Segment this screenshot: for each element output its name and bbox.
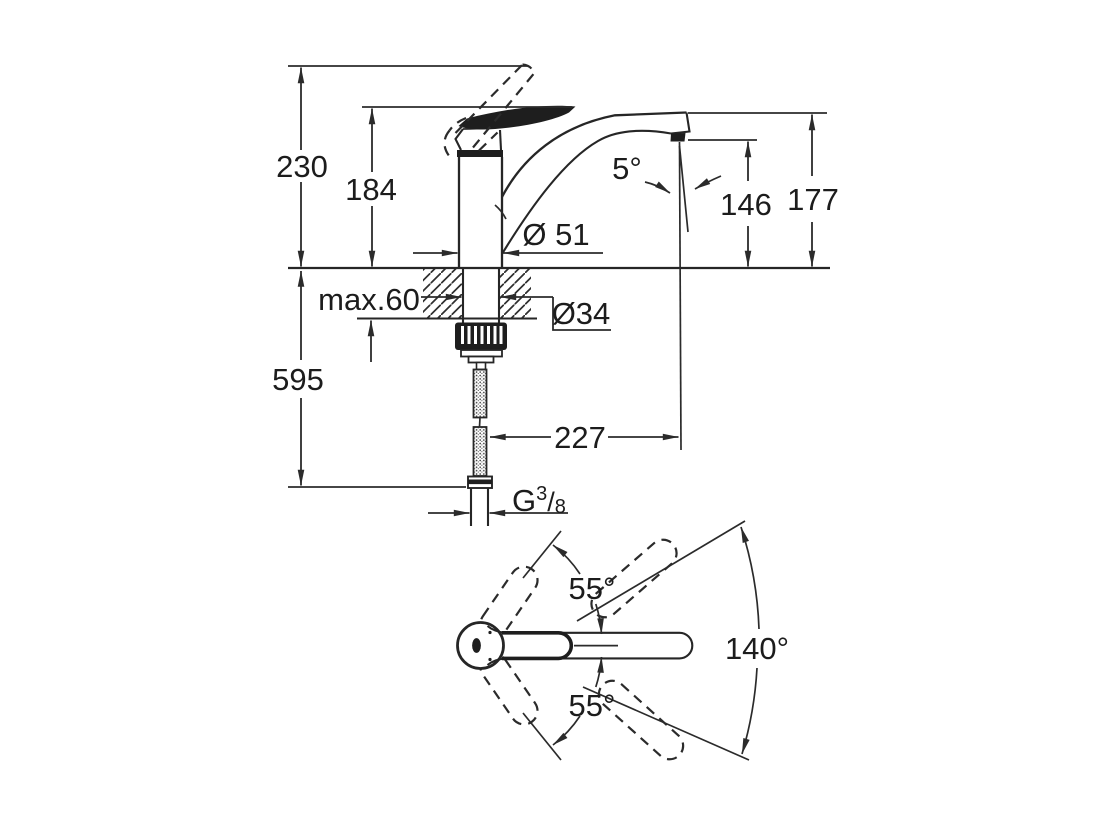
angle-arc-right: [694, 175, 722, 190]
supply-hose: [467, 361, 493, 526]
spout-underside-curve: [501, 129, 672, 255]
arc-55-upper-in: [594, 603, 604, 635]
swivel-positions-dashed: [479, 538, 685, 761]
hole-dia-leader: [552, 297, 611, 331]
lever-blade: [458, 105, 576, 130]
pivot-dot: [472, 638, 481, 653]
hose-lower-segment: [472, 426, 488, 477]
swivel-upper-angle-label: 55°: [569, 571, 616, 606]
body-diameter-label: Ø 51: [522, 217, 589, 252]
angle-arc-left: [644, 181, 671, 194]
top-view: 55° 55° 140°: [456, 520, 789, 761]
side-view: 230 184 5° 146 177 Ø 51 max.60 Ø34 595 2…: [272, 63, 839, 526]
spout-aerator: [670, 133, 686, 142]
arc-55-lower-in: [594, 656, 604, 688]
dimension-lines: [288, 65, 827, 517]
spout: [494, 111, 691, 255]
raised-lever-dashed: [443, 63, 535, 160]
handle-grip: [502, 631, 574, 661]
spout-angle-label: 5°: [612, 151, 642, 186]
outlet-axis: [644, 141, 722, 451]
arc-55-lower-out: [552, 715, 581, 746]
dim-184-label: 184: [345, 172, 397, 207]
arc-55-upper-out: [552, 544, 581, 575]
handle-position-lower-left: [479, 652, 539, 726]
hose-break-line: [478, 417, 481, 428]
dim-146-label: 146: [720, 187, 772, 222]
handle-outline: [505, 631, 694, 660]
handle-position-upper-left: [479, 565, 539, 639]
spout-top-curve: [500, 111, 687, 198]
spout-body-fillet: [494, 204, 507, 220]
outlet-axis-line: [678, 141, 682, 451]
hole-diameter-label: Ø34: [552, 296, 611, 331]
swivel-arc-lower: [741, 667, 758, 755]
dim-230-label: 230: [276, 149, 328, 184]
thread-denominator: 8: [555, 496, 566, 518]
max-thickness-label: max.60: [318, 282, 420, 317]
countertop-hatching-left: [423, 269, 462, 318]
thread-numerator: 3: [536, 483, 547, 505]
handle-position-lower-right: [597, 679, 685, 761]
swivel-dimensions: [522, 520, 760, 761]
handle-position-upper-right: [590, 538, 678, 619]
under-counter-parts: [455, 268, 507, 526]
spout-head: [670, 112, 691, 135]
dim-227-label: 227: [554, 420, 606, 455]
faucet-body: [454, 105, 576, 267]
dim-177-label: 177: [787, 182, 839, 217]
mounting-nut: [455, 322, 507, 364]
swivel-lower-angle-label: 55°: [569, 688, 616, 723]
countertop-hatching-right: [499, 269, 531, 318]
hose-fitting: [475, 361, 487, 371]
swivel-total-angle-label: 140°: [725, 631, 789, 666]
cap-right-edge: [498, 129, 503, 151]
cap-left-edge: [454, 128, 464, 151]
countertop-section: [288, 266, 830, 320]
swivel-leg-upper: [576, 520, 746, 622]
top-view-handle: [456, 621, 694, 670]
axis-ext-lower-left: [522, 712, 562, 761]
thread-g: G: [512, 483, 536, 518]
hose-upper-segment: [472, 368, 488, 419]
thread-size-label: G3/8: [512, 483, 566, 518]
thread-slash: /: [547, 487, 555, 517]
swivel-arc-upper: [740, 526, 760, 630]
swivel-leg-lower: [582, 686, 750, 761]
stream-angle-line: [678, 145, 689, 233]
dim-595-label: 595: [272, 362, 324, 397]
axis-ext-upper-left: [522, 530, 562, 579]
